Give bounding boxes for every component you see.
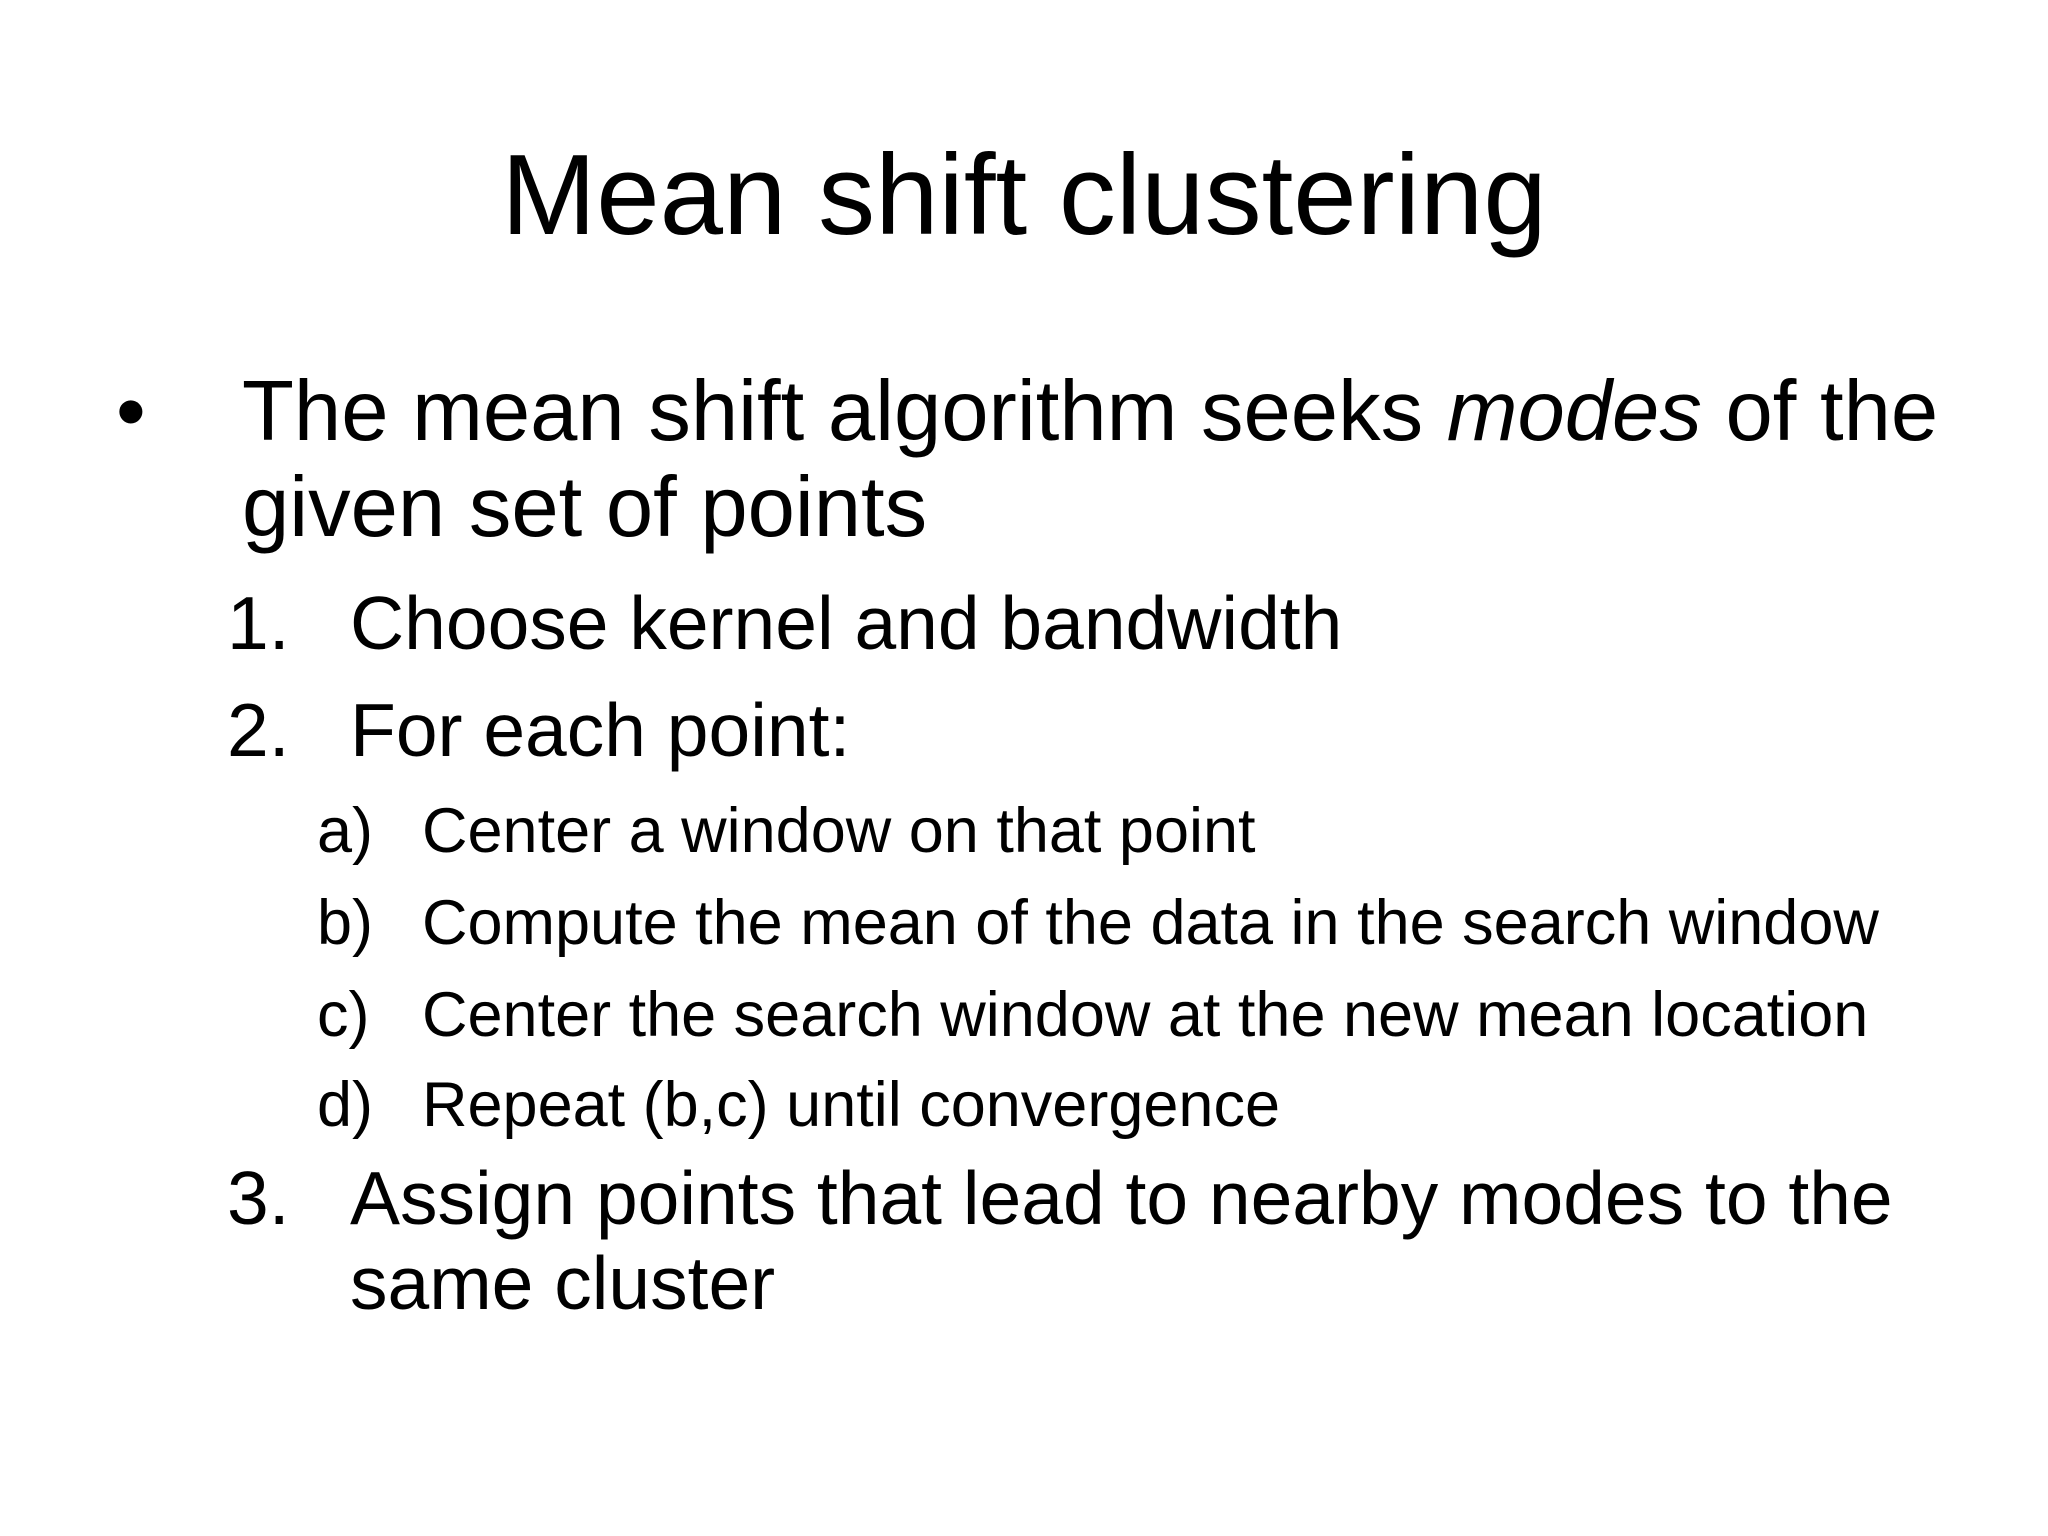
step-3-text: Assign points that lead to nearby modes … [350,1156,1893,1326]
bullet-item: • The mean shift algorithm seeks modes o… [116,364,1938,556]
substep-c-marker: c) [317,980,370,1050]
substep-b-text: Compute the mean of the data in the sear… [422,888,1879,958]
step-3-item: 3. Assign points that lead to nearby mod… [227,1156,1893,1326]
step-1-item: 1. Choose kernel and bandwidth [227,581,1342,666]
substep-a-text: Center a window on that point [422,796,1256,866]
bullet-line1-italic-modes: modes [1446,364,1702,459]
bullet-line1-post: of the [1701,364,1939,459]
step-3-marker: 3. [227,1156,290,1240]
substep-b-marker: b) [317,888,374,958]
substep-c-text: Center the search window at the new mean… [422,980,1869,1050]
step-1-text: Choose kernel and bandwidth [350,581,1343,665]
substep-d-marker: d) [317,1070,374,1140]
substep-d-item: d) Repeat (b,c) until convergence [317,1070,1280,1141]
step-3-line-2: same cluster [350,1241,776,1325]
bullet-line-1: The mean shift algorithm seeks modes of … [242,364,1938,460]
substep-b-item: b) Compute the mean of the data in the s… [317,888,1879,959]
bullet-marker: • [116,364,146,459]
substep-c-item: c) Center the search window at the new m… [317,980,1868,1051]
slide-title: Mean shift clustering [501,132,1547,259]
substep-d-text: Repeat (b,c) until convergence [422,1070,1280,1140]
bullet-line-2: given set of points [242,460,928,555]
substep-a-item: a) Center a window on that point [317,796,1256,867]
step-2-text: For each point: [350,688,851,772]
step-1-marker: 1. [227,581,290,665]
step-2-item: 2. For each point: [227,688,850,773]
bullet-line1-pre: The mean shift algorithm seeks [242,364,1447,459]
step-2-marker: 2. [227,688,290,772]
substep-a-marker: a) [317,796,374,866]
bullet-text: The mean shift algorithm seeks modes of … [242,364,1938,556]
step-3-line-1: Assign points that lead to nearby modes … [350,1156,1893,1240]
